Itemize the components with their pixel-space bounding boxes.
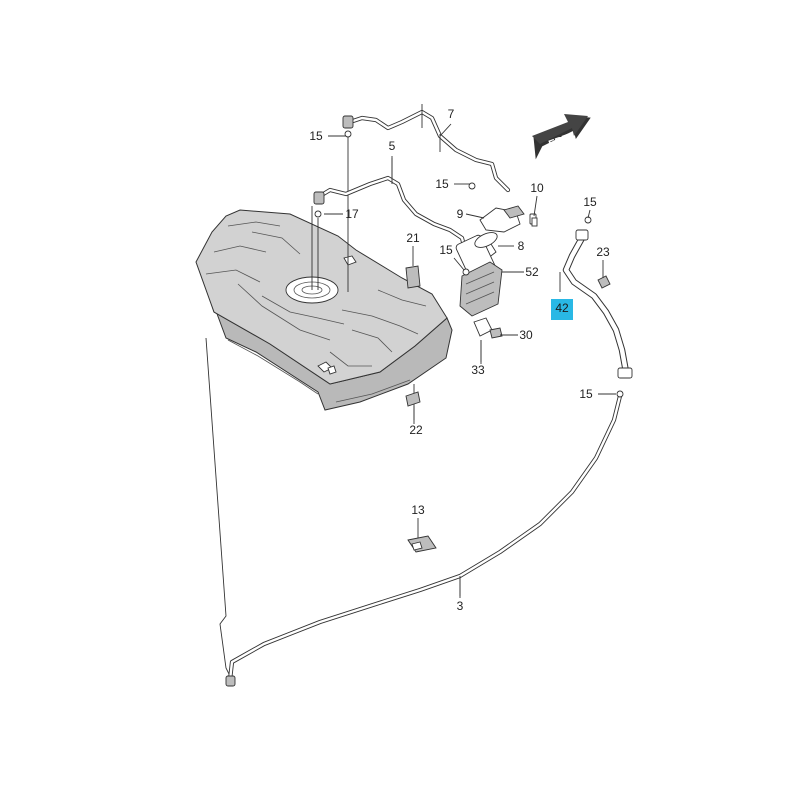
- callout-label-10[interactable]: 10: [530, 181, 544, 195]
- callout-label-21[interactable]: 21: [406, 231, 420, 245]
- callout-leader-15d: [453, 257, 465, 271]
- callout-label-30[interactable]: 30: [519, 328, 533, 342]
- hose-42: [559, 229, 633, 379]
- front-arrow-icon: FRT: [532, 114, 591, 160]
- pipe-3: [225, 393, 623, 687]
- callout-label-5[interactable]: 5: [389, 139, 396, 153]
- clamp-assembly: [473, 317, 503, 339]
- callout-label-15d[interactable]: 15: [439, 243, 453, 257]
- filter-bracket: [459, 261, 503, 317]
- callout-label-42[interactable]: 42: [555, 301, 569, 315]
- callout-label-3[interactable]: 3: [457, 599, 464, 613]
- callout-leader-9: [465, 213, 485, 219]
- callout-labels: 7 15 5 15 17 10 9 15 21 15 852 23 42 30 33 15 22 13 3: [309, 107, 616, 613]
- callout-label-17[interactable]: 17: [345, 207, 359, 221]
- callout-label-33[interactable]: 33: [471, 363, 485, 377]
- callout-label-7[interactable]: 7: [448, 107, 455, 121]
- callout-label-52[interactable]: 52: [525, 265, 539, 279]
- callout-label-13[interactable]: 13: [411, 503, 425, 517]
- highlight-box-42: [551, 299, 573, 320]
- filter-clamp: [479, 205, 537, 233]
- callout-leader-7: [439, 123, 452, 137]
- callout-leader-15c: [587, 209, 591, 219]
- callout-label-15e[interactable]: 15: [579, 387, 593, 401]
- callout-leader-10: [533, 195, 538, 217]
- callout-label-15b[interactable]: 15: [435, 177, 449, 191]
- pipe-5: [313, 158, 471, 275]
- callout-label-22[interactable]: 22: [409, 423, 423, 437]
- callout-label-8[interactable]: 8: [518, 239, 525, 253]
- callout-label-15c[interactable]: 15: [583, 195, 597, 209]
- callout-label-15a[interactable]: 15: [309, 129, 323, 143]
- callout-label-23[interactable]: 23: [596, 245, 610, 259]
- callout-label-9[interactable]: 9: [457, 207, 464, 221]
- pipe-7: [342, 104, 511, 193]
